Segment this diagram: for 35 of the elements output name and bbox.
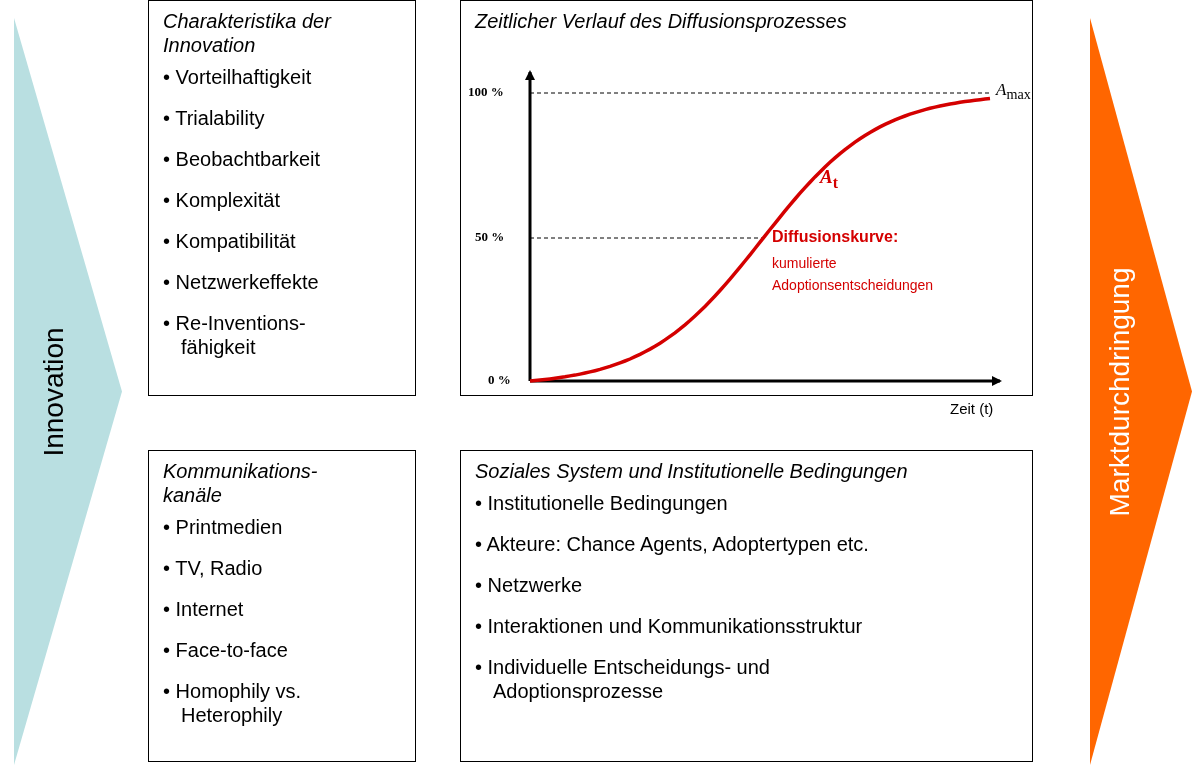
bullet-item: • Vorteilhaftigkeit (163, 65, 313, 89)
bullet-item: • Kompatibilität (163, 229, 297, 253)
annotation-text: kumulierte Adoptionsentscheidungen (772, 254, 935, 295)
bullet-item: • Re-Inventions- fähigkeit (163, 311, 307, 359)
bullet-item: • Face-to-face (163, 638, 289, 662)
bullet-item: • Netzwerke (475, 573, 584, 597)
axis-tick-label: 0 % (488, 372, 511, 388)
axis-title: Zeit (t) (950, 400, 994, 417)
panel-title: Charakteristika der Innovation (163, 9, 333, 57)
arrow-label: Marktdurchdringung (1104, 267, 1136, 516)
text-panel (148, 0, 416, 396)
panel-title: Kommunikations- kanäle (163, 459, 319, 507)
bullet-item: • Internet (163, 597, 245, 621)
bullet-item: • Individuelle Entscheidungs- und Adoptionsprozesse (475, 655, 771, 703)
text-panel (148, 450, 416, 762)
text-panel (460, 450, 1033, 762)
bullet-item: • TV, Radio (163, 556, 264, 580)
bullet-item: • Akteure: Chance Agents, Adoptertypen etc. (475, 532, 870, 556)
bullet-item: • Komplexität (163, 188, 282, 212)
axis-tick-label: 50 % (475, 229, 505, 245)
bullet-item: • Netzwerkeffekte (163, 270, 320, 294)
bullet-item: • Homophily vs. Heterophily (163, 679, 303, 727)
bullet-item: • Printmedien (163, 515, 284, 539)
bullet-item: • Interaktionen und Kommunikationsstruktur (475, 614, 864, 638)
bullet-item: • Beobachtbarkeit (163, 147, 322, 171)
curve-label: A$_{t}$ (820, 166, 838, 192)
panel-title: Zeitlicher Verlauf des Diffusionsprozesses (475, 9, 848, 33)
chart-panel (460, 0, 1033, 396)
arrow-label: Innovation (38, 326, 70, 457)
curve-label: A$_{max}$ (996, 80, 1031, 104)
bullet-item: • Trialability (163, 106, 266, 130)
axis-tick-label: 100 % (468, 84, 504, 100)
annotation-title: Diffusionskurve: (772, 228, 899, 246)
bullet-item: • Institutionelle Bedingungen (475, 491, 729, 515)
panel-title: Soziales System und Institutionelle Bedingungen (475, 459, 909, 483)
